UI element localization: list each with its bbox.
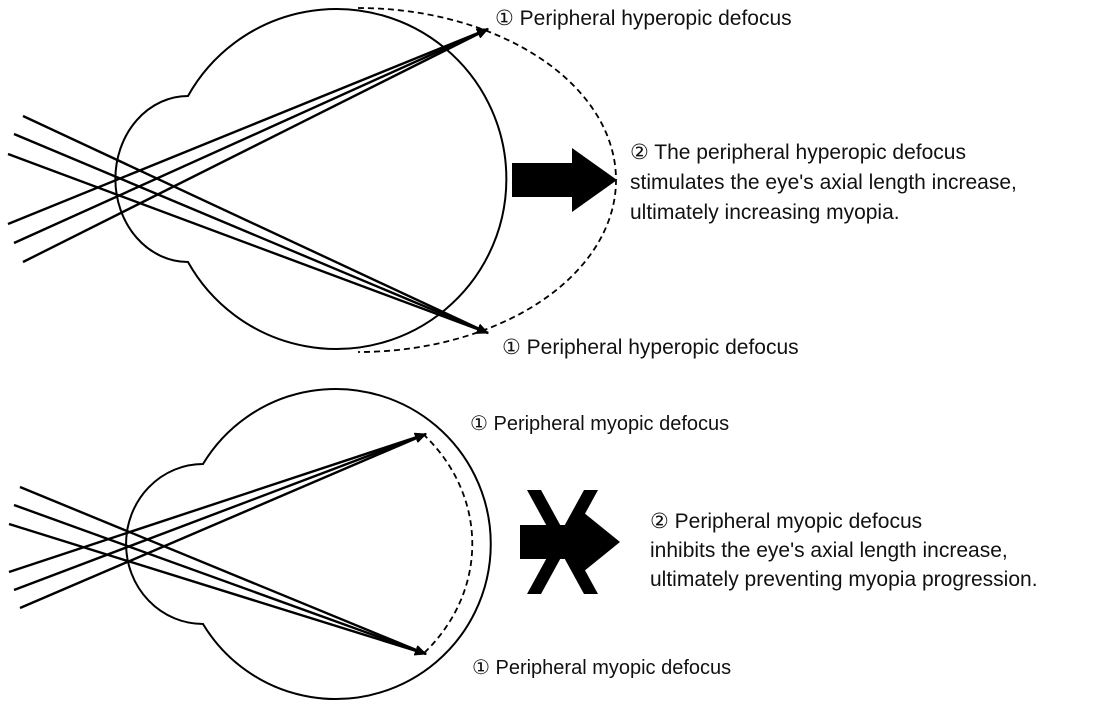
myopic-panel: ① Peripheral myopic defocus ① Peripheral…	[8, 388, 1038, 700]
rays-to-lower-bottom	[8, 485, 427, 656]
hyperopic-description-line-3: ultimately increasing myopia.	[630, 201, 900, 224]
eye-outline-top	[114, 8, 508, 350]
myopic-top-label: ① Peripheral myopic defocus	[470, 413, 729, 435]
myopic-bottom-label: ① Peripheral myopic defocus	[472, 657, 731, 679]
rays-to-upper-top	[7, 27, 489, 264]
hyperopic-description-line-1: ② The peripheral hyperopic defocus	[630, 141, 966, 164]
myopic-description-line-2: inhibits the eye's axial length increase…	[650, 539, 1008, 562]
hyperopic-top-label: ① Peripheral hyperopic defocus	[495, 7, 792, 30]
hyperopic-panel: ① Peripheral hyperopic defocus ① Periphe…	[7, 7, 1017, 359]
crossed-block-arrow-right-icon	[520, 490, 620, 594]
eye-outline-bottom	[125, 388, 492, 700]
block-arrow-right-icon	[512, 148, 617, 212]
myopic-description-line-1: ② Peripheral myopic defocus	[650, 510, 922, 533]
hyperopic-description-line-2: stimulates the eye's axial length increa…	[630, 171, 1017, 194]
rays-to-upper-bottom	[8, 432, 427, 610]
rays-to-lower-top	[7, 114, 489, 335]
hyperopic-bottom-label: ① Peripheral hyperopic defocus	[502, 336, 799, 359]
myopic-description-line-3: ultimately preventing myopia progression…	[650, 568, 1038, 591]
focal-curve-dashed-bottom	[422, 433, 474, 655]
